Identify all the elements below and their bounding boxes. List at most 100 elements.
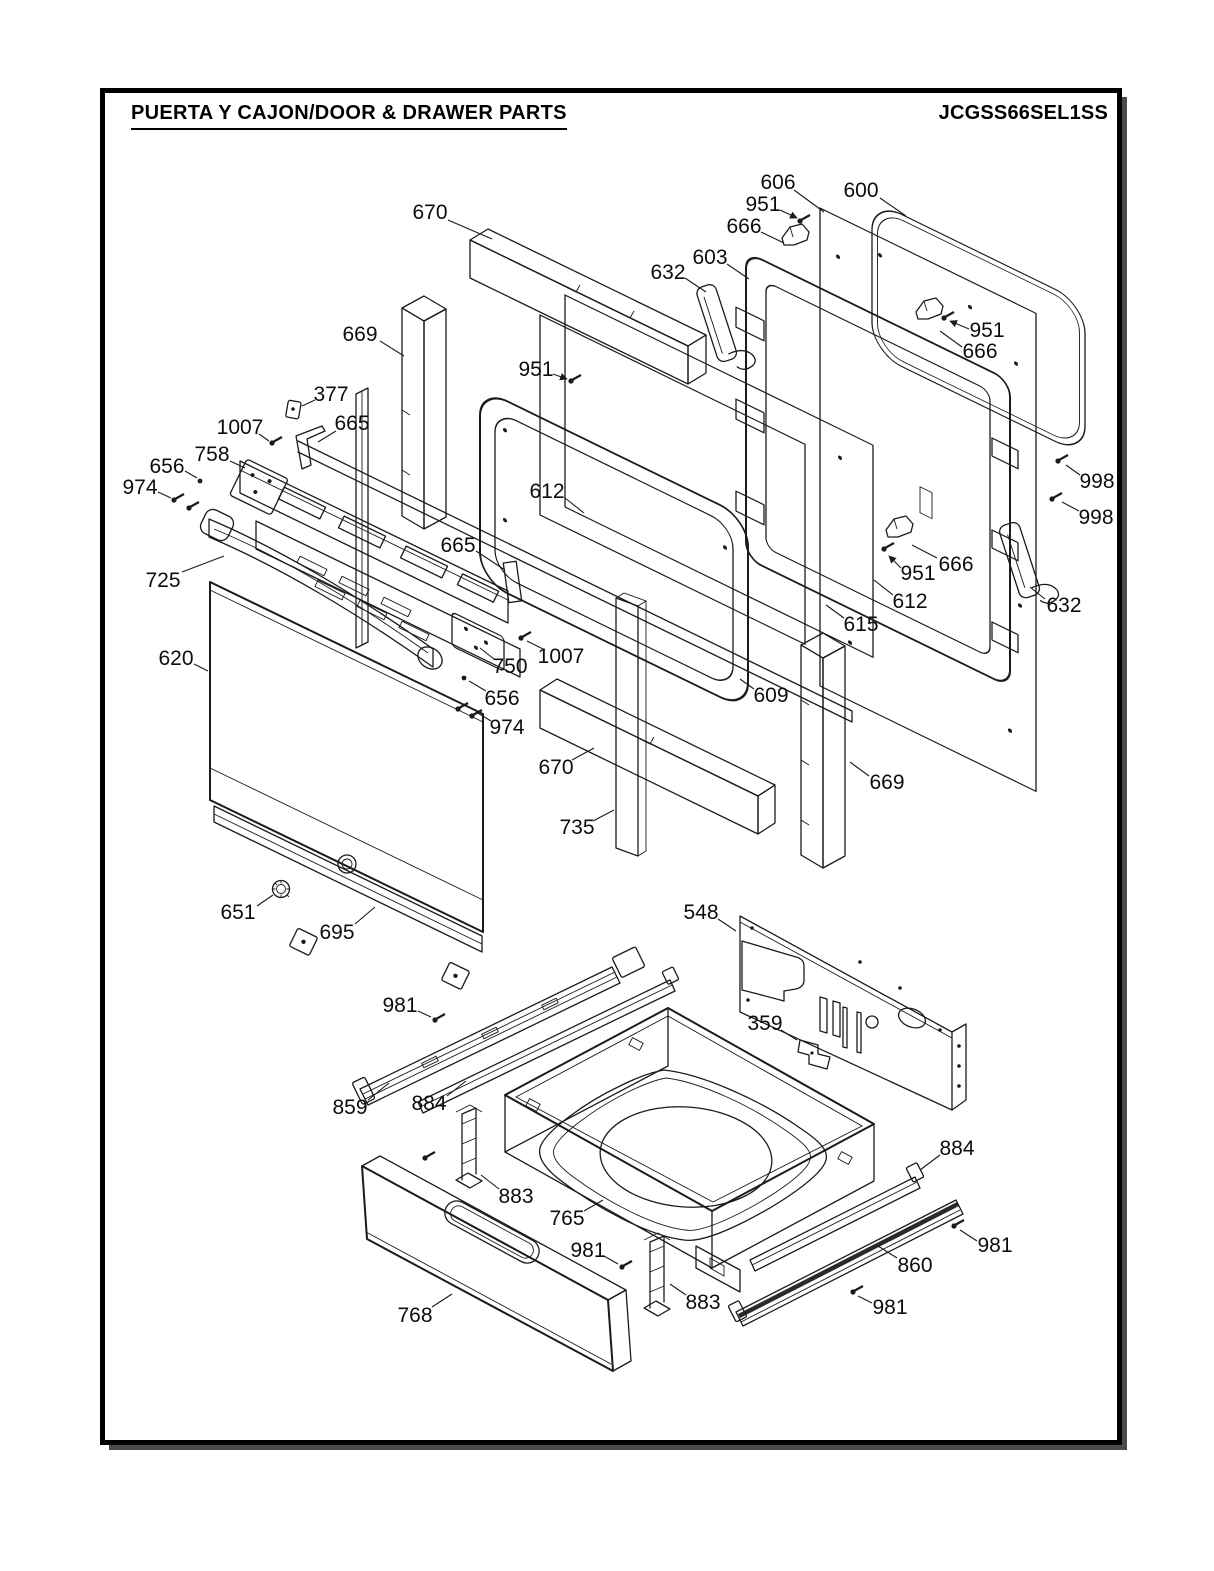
part-883-post-right — [643, 1232, 671, 1317]
part-callout-981: 981 — [570, 1239, 605, 1262]
part-615-glass — [539, 314, 806, 645]
part-606-back-panel — [819, 207, 1037, 793]
part-359-clip — [797, 1039, 831, 1070]
callout-leader-377 — [301, 399, 316, 407]
part-981-screw — [950, 1218, 966, 1230]
part-548-back-panel — [739, 915, 967, 1111]
part-750-end-plate — [451, 612, 505, 671]
part-callout-998: 998 — [1079, 470, 1114, 493]
part-callout-884: 884 — [411, 1092, 446, 1115]
callout-leader-600 — [879, 197, 907, 217]
callout-leader-1007 — [526, 640, 546, 651]
callout-leader-768 — [431, 1293, 453, 1308]
callout-leader-750 — [479, 647, 495, 660]
part-callout-951: 951 — [745, 193, 780, 216]
part-callout-768: 768 — [397, 1304, 432, 1327]
part-callout-632: 632 — [1046, 594, 1081, 617]
callout-leader-1007 — [258, 433, 270, 442]
callout-leader-859 — [367, 1082, 390, 1101]
callout-leader-612 — [564, 497, 585, 514]
callout-leader-883 — [480, 1174, 500, 1190]
part-callout-666: 666 — [962, 340, 997, 363]
part-callout-670: 670 — [412, 201, 447, 224]
part-callout-359: 359 — [747, 1012, 782, 1035]
callout-leader-998 — [1065, 464, 1081, 476]
part-620-outer-door-glass — [209, 581, 484, 933]
part-callout-750: 750 — [492, 655, 527, 678]
part-666-bracket — [781, 223, 810, 246]
callout-leader-666 — [911, 544, 938, 559]
callout-leader-670 — [447, 219, 493, 240]
part-981-screw — [618, 1259, 634, 1271]
callout-leader-883 — [669, 1283, 687, 1296]
part-1007-screw — [517, 630, 533, 642]
brand-medallion-icon — [337, 854, 357, 874]
part-callout-656: 656 — [149, 455, 184, 478]
part-695-bottom-trim — [213, 805, 483, 990]
part-666-bracket — [885, 515, 914, 538]
callout-leader-951 — [888, 555, 902, 569]
part-725-door-handle — [199, 508, 443, 670]
part-656-pin — [461, 675, 467, 681]
callout-leader-951 — [949, 320, 970, 330]
part-callout-1007: 1007 — [217, 416, 264, 439]
part-callout-666: 666 — [938, 553, 973, 576]
callout-leader-669 — [849, 761, 870, 777]
part-951-screw — [567, 373, 583, 385]
part-callout-632: 632 — [650, 261, 685, 284]
callout-leader-951 — [552, 373, 568, 381]
model-number: JCGSS66SEL1SS — [938, 102, 1108, 124]
callout-leader-656 — [184, 470, 198, 479]
part-612-glass — [564, 294, 874, 658]
part-callout-377: 377 — [313, 383, 348, 406]
callout-leader-981 — [857, 1295, 873, 1304]
part-callout-600: 600 — [843, 179, 878, 202]
callout-leader-669 — [379, 340, 405, 357]
part-callout-651: 651 — [220, 901, 255, 924]
callout-leader-615 — [825, 604, 845, 619]
part-callout-606: 606 — [760, 171, 795, 194]
part-377-clip — [285, 399, 302, 420]
callout-leader-666 — [939, 330, 963, 348]
callout-leader-765 — [583, 1199, 604, 1212]
part-981-screw — [849, 1284, 865, 1296]
part-981-screw — [431, 1012, 447, 1024]
part-callout-603: 603 — [692, 246, 727, 269]
callout-leader-606 — [793, 189, 825, 213]
callout-leader-974 — [475, 711, 492, 722]
part-callout-666: 666 — [726, 215, 761, 238]
part-callout-951: 951 — [900, 562, 935, 585]
part-670-foam-top — [469, 228, 707, 385]
part-981-screw — [421, 1150, 437, 1162]
part-callout-951: 951 — [969, 319, 1004, 342]
callout-leader-620 — [193, 663, 209, 672]
part-860-slide-rail — [727, 1199, 964, 1327]
part-651-grommet — [271, 879, 291, 899]
part-998-screw — [1048, 491, 1064, 503]
callout-leader-981 — [959, 1229, 978, 1242]
callout-leader-981 — [417, 1010, 432, 1018]
part-600-gasket — [871, 210, 1086, 446]
part-callout-669: 669 — [342, 323, 377, 346]
part-callout-656: 656 — [484, 687, 519, 710]
drawer-exploded-view — [352, 915, 967, 1372]
part-callout-615: 615 — [843, 613, 878, 636]
part-735-spacer-post — [615, 592, 648, 857]
part-callout-612: 612 — [892, 590, 927, 613]
part-callout-612: 612 — [529, 480, 564, 503]
part-callout-883: 883 — [685, 1291, 720, 1314]
part-callout-665: 665 — [440, 534, 475, 557]
part-951-screw — [940, 310, 956, 322]
part-callout-665: 665 — [334, 412, 369, 435]
part-door-side-rail — [355, 387, 369, 649]
part-670-foam-bottom — [539, 678, 776, 835]
part-callout-548: 548 — [683, 901, 718, 924]
part-632-hinge-left — [696, 284, 756, 370]
part-callout-981: 981 — [872, 1296, 907, 1319]
callout-leader-666 — [760, 231, 785, 244]
callout-leader-725 — [181, 555, 225, 573]
part-callout-725: 725 — [145, 569, 180, 592]
callout-leader-884 — [446, 1080, 467, 1097]
